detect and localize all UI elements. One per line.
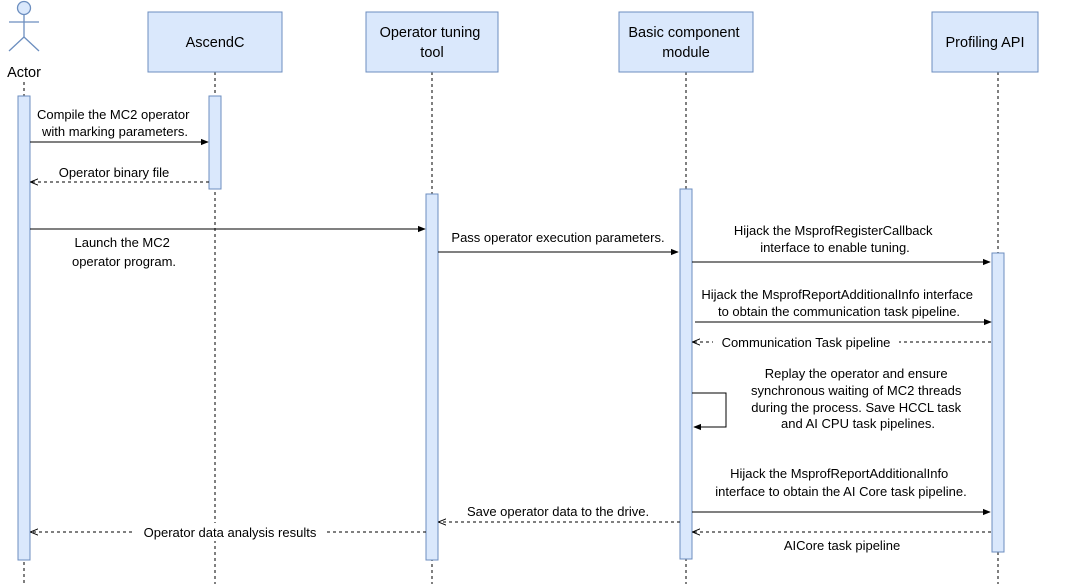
svg-text:Communication Task pipeline: Communication Task pipeline [722,335,891,350]
participant-tuning-tool: Operator tuning tool [365,11,499,73]
activation-ascendc [208,95,222,190]
message-hijack-report-comm: Hijack the MsprofReportAdditionalInfo in… [695,287,992,326]
svg-text:Compile the MC2 operator: Compile the MC2 operator with marking pa… [37,107,193,139]
activation-actor [17,95,31,561]
message-hijack-report-aicore: Hijack the MsprofReportAdditionalInfo in… [692,466,991,516]
participant-label-line-1: Operator tuning [380,25,481,41]
message-label-line-2: synchronous waiting of MC2 threads [751,383,962,398]
message-binary-file: Operator binary file [31,165,209,182]
svg-text:Replay the operator and ensure: Replay the operator and ensure synchrono… [751,366,965,431]
message-label-line-2: to obtain the communication task pipelin… [718,304,960,319]
message-label-line-2: operator program. [72,254,176,269]
participant-ascendc: AscendC [147,11,283,73]
message-label-background [135,523,325,541]
participant-label-line-1: Basic component [628,25,739,41]
svg-text:Basic component module: Basic component module [628,25,743,61]
stick-figure-icon [8,0,40,52]
message-comm-pipeline: Communication Task pipeline [693,333,991,351]
message-label: Save operator data to the drive. [467,504,649,519]
svg-text:AscendC: AscendC [186,35,245,51]
message-pass-params: Pass operator execution parameters. [438,230,679,256]
message-save-data: Save operator data to the drive. [439,504,680,522]
activation-tuning-tool [425,193,439,561]
participant-label-line-2: tool [420,45,443,61]
message-label: Pass operator execution parameters. [451,230,664,245]
message-aicore-pipeline: AICore task pipeline [693,532,991,553]
participant-label: Profiling API [946,35,1025,51]
svg-text:Operator data analysis results: Operator data analysis results [144,525,317,540]
message-arrow [692,392,727,431]
message-label-line-1: Hijack the MsprofRegisterCallback [734,223,933,238]
messages: Compile the MC2 operator with marking pa… [30,107,992,553]
message-analysis-results: Operator data analysis results [31,523,426,541]
message-label-line-2: with marking parameters. [41,124,188,139]
message-compile: Compile the MC2 operator with marking pa… [30,107,209,146]
participant-basic-module: Basic component module [618,11,754,73]
message-label: Operator binary file [59,165,170,180]
participant-profiling-api: Profiling API [931,11,1039,73]
svg-text:Save operator data to the driv: Save operator data to the drive. [467,504,649,519]
participant-label: AscendC [186,35,245,51]
svg-text:Hijack the MsprofReportAdditio: Hijack the MsprofReportAdditionalInfo in… [715,466,967,499]
svg-text:Operator binary file: Operator binary file [59,165,170,180]
message-label-line-1: Compile the MC2 operator [37,107,190,122]
svg-text:Operator tuning tool: Operator tuning tool [380,25,485,61]
participant-label-line-2: module [662,45,710,61]
message-hijack-register: Hijack the MsprofRegisterCallback interf… [692,223,991,266]
message-replay: Replay the operator and ensure synchrono… [692,366,965,431]
activation-bars [17,95,1005,561]
message-label: Communication Task pipeline [722,335,891,350]
message-label-line-2: interface to enable tuning. [760,240,910,255]
activation-profiling-api [991,252,1005,553]
actor-label: Actor [7,65,41,81]
message-label: AICore task pipeline [784,538,900,553]
message-label-line-3: during the process. Save HCCL task [751,400,961,415]
svg-text:Hijack the MsprofReportAdditio: Hijack the MsprofReportAdditionalInfo in… [701,287,976,319]
svg-text:Launch the MC2 operato: Launch the MC2 operator program. [72,235,176,269]
message-label-line-1: Hijack the MsprofReportAdditionalInfo in… [701,287,973,302]
message-label-line-1: Launch the MC2 [74,235,169,250]
message-label-background [713,333,899,351]
svg-text:Pass operator execution parame: Pass operator execution parameters. [451,230,664,245]
message-label-line-1: Replay the operator and ensure [765,366,948,381]
message-label-line-4: and AI CPU task pipelines. [781,416,935,431]
message-label-line-2: interface to obtain the AI Core task pip… [715,484,967,499]
svg-text:Profiling API: Profiling API [946,35,1025,51]
svg-text:AICore task pipeline: AICore task pipeline [784,538,900,553]
activation-basic-module [679,188,693,560]
svg-text:Hijack the MsprofRegisterCallb: Hijack the MsprofRegisterCallback interf… [734,223,936,255]
message-label-line-1: Hijack the MsprofReportAdditionalInfo [730,466,948,481]
message-label: Operator data analysis results [144,525,317,540]
actor: Actor [7,0,41,81]
message-launch: Launch the MC2 operator program. [30,225,426,269]
